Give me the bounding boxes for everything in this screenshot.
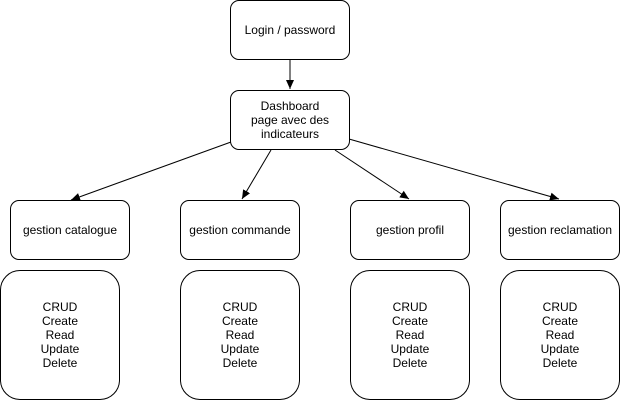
module-node-catalogue: gestion catalogue	[10, 200, 130, 260]
crud-delete: Delete	[42, 356, 78, 370]
arrow-dashboard-to-commande	[241, 149, 272, 200]
login-label: Login / password	[244, 23, 336, 37]
crud-title: CRUD	[542, 300, 578, 314]
crud-delete: Delete	[222, 356, 258, 370]
login-node: Login / password	[230, 0, 350, 60]
crud-update: Update	[390, 342, 430, 356]
crud-read: Read	[395, 328, 425, 342]
crud-node-reclamation: CRUD Create Read Update Delete	[500, 270, 620, 400]
crud-node-catalogue: CRUD Create Read Update Delete	[0, 270, 120, 400]
arrow-dashboard-to-catalogue	[70, 141, 232, 201]
crud-node-profil: CRUD Create Read Update Delete	[350, 270, 470, 400]
crud-read: Read	[225, 328, 255, 342]
crud-create: Create	[541, 314, 578, 328]
crud-create: Create	[391, 314, 428, 328]
crud-title: CRUD	[222, 300, 258, 314]
crud-delete: Delete	[542, 356, 578, 370]
module-label: gestion reclamation	[507, 223, 613, 237]
crud-delete: Delete	[392, 356, 428, 370]
module-label: gestion catalogue	[22, 223, 118, 237]
crud-create: Create	[221, 314, 258, 328]
crud-read: Read	[45, 328, 75, 342]
module-node-commande: gestion commande	[180, 200, 300, 260]
module-node-reclamation: gestion reclamation	[500, 200, 620, 260]
crud-create: Create	[41, 314, 78, 328]
module-label: gestion commande	[189, 223, 291, 237]
arrow-dashboard-to-reclamation	[348, 138, 560, 201]
module-node-profil: gestion profil	[350, 200, 470, 260]
dashboard-line-3: indicateurs	[260, 127, 320, 141]
crud-node-commande: CRUD Create Read Update Delete	[180, 270, 300, 400]
dashboard-line-2: page avec des	[250, 113, 330, 127]
arrow-dashboard-to-profil	[334, 149, 410, 200]
crud-title: CRUD	[392, 300, 428, 314]
crud-update: Update	[540, 342, 580, 356]
dashboard-line-1: Dashboard	[260, 99, 320, 113]
dashboard-node: Dashboard page avec des indicateurs	[230, 90, 350, 150]
module-label: gestion profil	[375, 223, 445, 237]
crud-read: Read	[545, 328, 575, 342]
crud-title: CRUD	[42, 300, 78, 314]
crud-update: Update	[220, 342, 260, 356]
crud-update: Update	[40, 342, 80, 356]
